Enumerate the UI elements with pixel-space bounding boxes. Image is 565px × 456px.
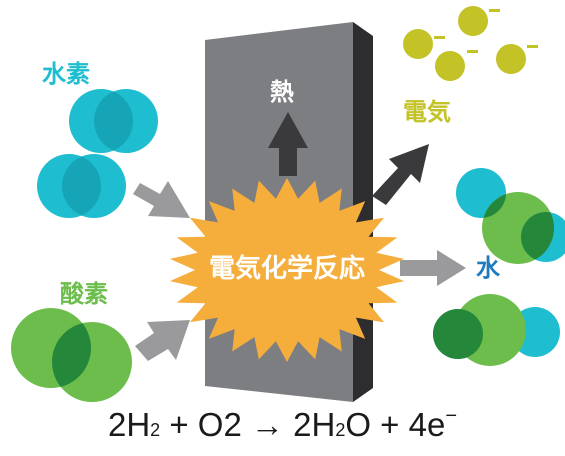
water-output-arrow [400, 250, 466, 286]
hydrogen-molecule-2 [37, 154, 126, 218]
reaction-label: 電気化学反応 [209, 253, 365, 284]
heat-arrow [268, 112, 308, 176]
equation-sup-electron: − [445, 405, 458, 427]
equation-part-3: O + 4e [345, 406, 446, 443]
water-label: 水 [476, 254, 501, 282]
equation-part-1: 2H [107, 406, 151, 443]
oxygen-input-arrow [135, 320, 190, 361]
equation-part-2: + O2 → 2H [160, 406, 336, 443]
heat-label: 熱 [270, 78, 294, 106]
water-molecule-2 [433, 294, 560, 366]
electricity-label: 電気 [403, 98, 451, 126]
equation-sub-2: 2 [335, 420, 346, 440]
equation-sub-1: 2 [150, 420, 161, 440]
electricity-arrow [372, 144, 429, 205]
hydrogen-molecule-1 [69, 89, 158, 153]
electron-particles [403, 6, 538, 81]
reaction-burst [169, 178, 405, 362]
water-molecule-1 [456, 168, 565, 264]
chemical-equation: 2H2 + O2 → 2H2O + 4e− [0, 405, 565, 444]
hydrogen-label: 水素 [42, 60, 90, 88]
hydrogen-input-arrow [133, 181, 190, 218]
oxygen-molecule [11, 308, 132, 402]
oxygen-label: 酸素 [60, 280, 108, 308]
